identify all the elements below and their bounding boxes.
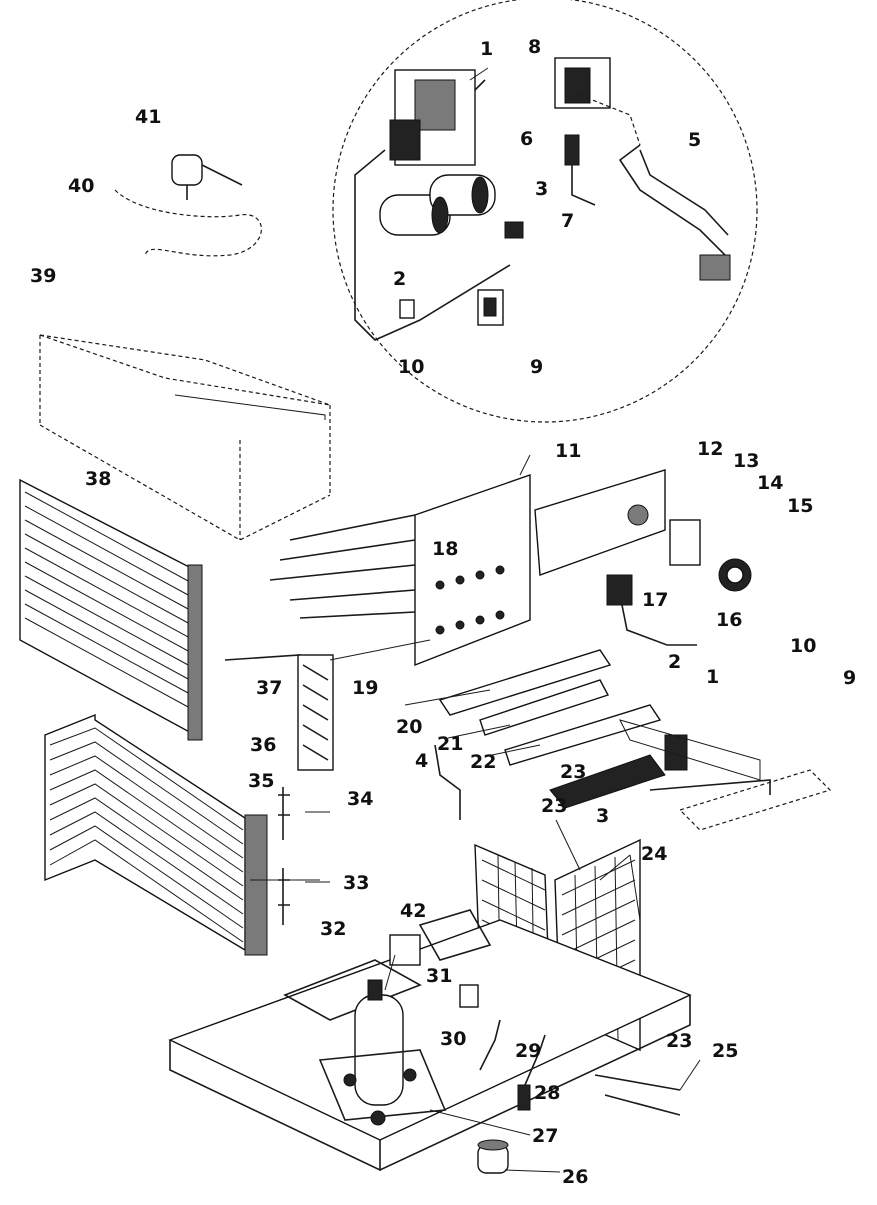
part-label-25: 25 (712, 1040, 739, 1062)
bracket-34-part (278, 787, 290, 840)
part-label-36: 36 (250, 734, 277, 756)
rod-25-part (604, 1094, 681, 1116)
part-label-29: 29 (515, 1040, 542, 1062)
top-cover-part (39, 334, 331, 541)
part-label-7: 7 (561, 210, 575, 232)
part-label-6: 6 (520, 128, 534, 150)
part-label-1-mid: 1 (706, 666, 720, 688)
part-label-23-lower: 23 (666, 1030, 693, 1052)
part-label-1-top: 1 (480, 38, 494, 60)
connecting-tube-part (434, 744, 461, 820)
part-label-37: 37 (256, 677, 283, 699)
part-label-31: 31 (426, 965, 453, 987)
wire-part (224, 654, 311, 666)
burner-rails-part (438, 649, 662, 766)
part-label-14: 14 (757, 472, 784, 494)
part-label-5: 5 (688, 129, 702, 151)
detail-inset-circle (332, 0, 758, 423)
cylinder-26-part (477, 1139, 509, 1174)
part-label-18: 18 (432, 538, 459, 560)
part-label-38: 38 (85, 468, 112, 490)
leader-lines (250, 454, 701, 1173)
fan-spring-part (297, 654, 334, 771)
part-label-19: 19 (352, 677, 379, 699)
tube-part (354, 149, 511, 341)
part-label-35: 35 (248, 770, 275, 792)
part-label-9-right: 9 (843, 667, 857, 689)
condenser-coil-part (19, 478, 203, 741)
cable-loop-part (114, 189, 262, 257)
heat-exchanger-part (269, 474, 531, 667)
bracket-42-part (389, 934, 421, 966)
thermostat-part (171, 154, 243, 200)
rod-23-part (594, 1074, 681, 1091)
part-label-41: 41 (135, 106, 162, 128)
part-label-12: 12 (697, 438, 724, 460)
wrap-coil-part (44, 713, 268, 956)
capacitor-part (379, 174, 496, 236)
part-label-23-mid: 23 (560, 761, 587, 783)
part-label-33: 33 (343, 872, 370, 894)
tube-29-part (479, 1019, 501, 1071)
part-label-22: 22 (470, 751, 497, 773)
bracket-part (399, 299, 415, 319)
part-label-23-upper: 23 (541, 795, 568, 817)
clip-part-top (504, 221, 524, 239)
coil-fins (24, 491, 191, 709)
part-label-2-mid: 2 (668, 651, 682, 673)
part-label-16: 16 (716, 609, 743, 631)
fitting-28-part (517, 1084, 531, 1111)
fitting-part (564, 134, 596, 206)
part-label-24: 24 (641, 843, 668, 865)
part-label-21: 21 (437, 733, 464, 755)
compressor-part (318, 979, 447, 1126)
control-panel-part (534, 469, 666, 576)
part-label-42: 42 (400, 900, 427, 922)
solenoid-part (554, 57, 611, 109)
part-label-13: 13 (733, 450, 760, 472)
part-label-27: 27 (532, 1125, 559, 1147)
part-label-4: 4 (415, 750, 429, 772)
burner-assembly-part (549, 719, 761, 809)
gas-valve-part (389, 69, 486, 166)
part-label-34: 34 (347, 788, 374, 810)
burner-holes (435, 565, 505, 635)
part-label-3-mid: 3 (596, 805, 610, 827)
bracket-right-part (649, 779, 771, 795)
part-label-9-top: 9 (530, 356, 544, 378)
part-label-26: 26 (562, 1166, 589, 1188)
part-label-39: 39 (30, 265, 57, 287)
part-label-28: 28 (534, 1082, 561, 1104)
control-knob-part (669, 519, 752, 592)
part-label-20: 20 (396, 716, 423, 738)
manifold-pipe-part (579, 94, 731, 281)
part-label-10-top: 10 (398, 356, 425, 378)
part-label-32: 32 (320, 918, 347, 940)
switch-part-top (477, 289, 504, 326)
part-label-40: 40 (68, 175, 95, 197)
tube-28-part (524, 1034, 546, 1086)
part-label-11: 11 (555, 440, 582, 462)
part-label-3-top: 3 (535, 178, 549, 200)
bracket-33-part (278, 868, 290, 925)
limit-switch-part (606, 574, 697, 646)
part-label-10-right: 10 (790, 635, 817, 657)
part-label-17: 17 (642, 589, 669, 611)
part-label-8: 8 (528, 36, 542, 58)
cylinder-31-part (459, 984, 479, 1008)
part-label-30: 30 (440, 1028, 467, 1050)
part-label-15: 15 (787, 495, 814, 517)
bracket-box-part (678, 769, 832, 831)
part-label-2-top: 2 (393, 268, 407, 290)
